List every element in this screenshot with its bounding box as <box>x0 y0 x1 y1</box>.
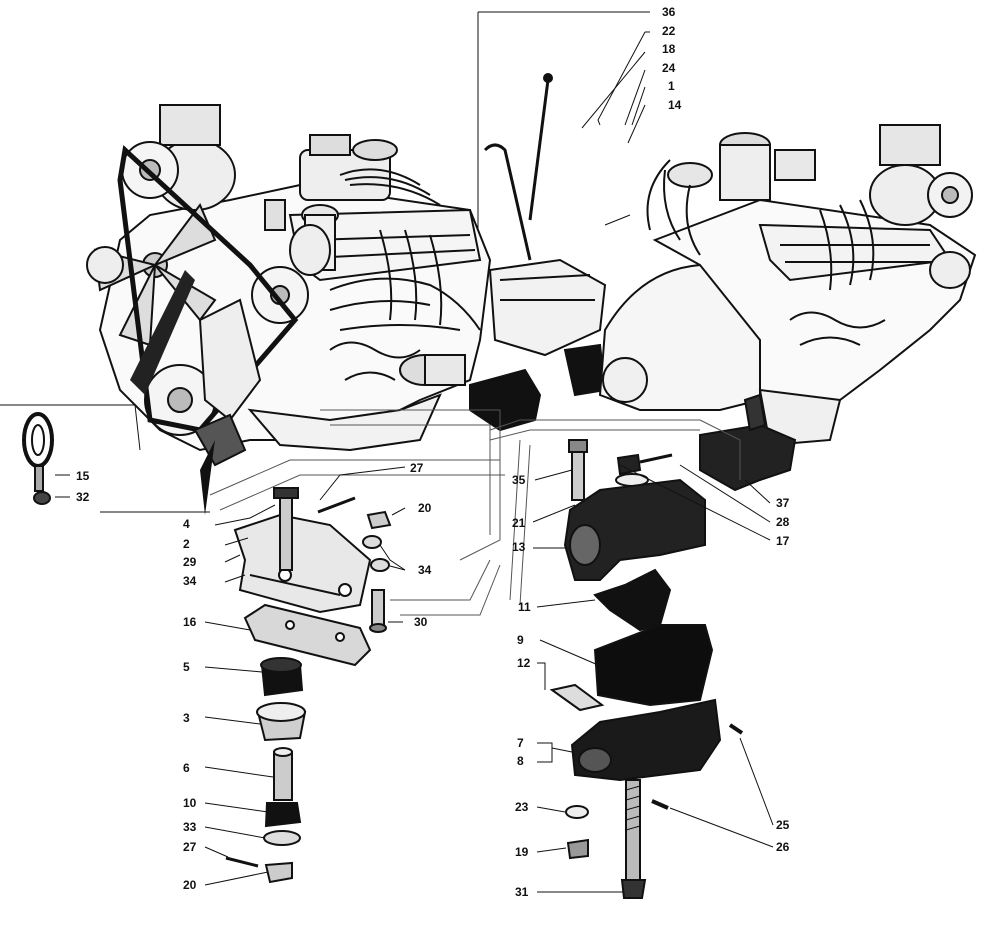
callout-7: 7 <box>517 736 524 750</box>
callout-3: 3 <box>183 711 190 725</box>
callout-5: 5 <box>183 660 190 674</box>
lifting-eye-bolt <box>22 412 54 505</box>
callout-25: 25 <box>776 818 790 832</box>
cotter-pin-28 <box>639 453 673 464</box>
callout-31: 31 <box>515 885 529 899</box>
castle-nut-upper <box>366 510 392 530</box>
callout-21: 21 <box>512 516 526 530</box>
plate-16 <box>243 603 372 667</box>
callout-22: 22 <box>662 24 676 38</box>
transmission-center <box>469 73 607 432</box>
left-mount-parts <box>225 487 392 884</box>
callout-27-lower: 27 <box>183 840 197 854</box>
callout-28: 28 <box>776 515 790 529</box>
callout-35: 35 <box>512 473 526 487</box>
bolt-30 <box>371 589 385 626</box>
bolt-4 <box>279 494 293 571</box>
castle-nut-lower <box>264 861 293 884</box>
rubber-cushion-10 <box>264 802 302 828</box>
engine-front-left-view <box>86 104 492 515</box>
washer-33 <box>263 830 301 846</box>
callout-20-upper: 20 <box>418 501 432 515</box>
callout-13: 13 <box>512 540 526 554</box>
callout-36: 36 <box>662 5 676 19</box>
callout-23: 23 <box>515 800 529 814</box>
callout-30: 30 <box>414 615 428 629</box>
callout-labels: 36 22 18 24 1 14 15 32 27 20 4 2 29 34 3… <box>76 5 790 899</box>
callout-34-right: 34 <box>418 563 432 577</box>
callout-1: 1 <box>668 79 675 93</box>
callout-29: 29 <box>183 555 197 569</box>
callout-34-left: 34 <box>183 574 197 588</box>
callout-26: 26 <box>776 840 790 854</box>
callout-24: 24 <box>662 61 676 75</box>
nut-21 <box>616 453 642 476</box>
callout-17: 17 <box>776 534 790 548</box>
callout-27-upper: 27 <box>410 461 424 475</box>
cushion-9 <box>593 624 714 707</box>
engine-rear-right-view <box>598 124 977 492</box>
callout-4: 4 <box>183 517 190 531</box>
callout-14: 14 <box>668 98 682 112</box>
callout-8: 8 <box>517 754 524 768</box>
leader-lines <box>0 11 774 893</box>
callout-32: 32 <box>76 490 90 504</box>
washer-23 <box>565 805 589 819</box>
screw-25 <box>728 723 744 735</box>
callout-2: 2 <box>183 537 190 551</box>
nut-32 <box>33 491 51 505</box>
nut-19 <box>566 838 589 860</box>
cotter-pin-lower <box>225 856 259 868</box>
washer-34b <box>370 558 390 572</box>
washer-34a <box>362 535 382 549</box>
callout-11: 11 <box>518 600 531 614</box>
cushion-11 <box>593 568 672 632</box>
callout-37: 37 <box>776 496 790 510</box>
plate-12 <box>549 683 605 712</box>
screw-26 <box>651 799 669 810</box>
mount-bracket <box>233 513 372 614</box>
callout-20-lower: 20 <box>183 878 197 892</box>
bolt-31 <box>625 779 641 881</box>
bracket-13 <box>563 478 706 581</box>
callout-15: 15 <box>76 469 90 483</box>
sleeve-6 <box>273 751 293 801</box>
bolt-35 <box>571 449 585 501</box>
callout-33: 33 <box>183 820 197 834</box>
callout-16: 16 <box>183 615 197 629</box>
callout-12: 12 <box>517 656 531 670</box>
callout-19: 19 <box>515 845 529 859</box>
callout-10: 10 <box>183 796 197 810</box>
right-mount-parts <box>549 439 744 899</box>
frame-outline <box>209 409 741 616</box>
callout-9: 9 <box>517 633 524 647</box>
callout-18: 18 <box>662 42 676 56</box>
cotter-pin-upper <box>317 496 356 514</box>
callout-6: 6 <box>183 761 190 775</box>
